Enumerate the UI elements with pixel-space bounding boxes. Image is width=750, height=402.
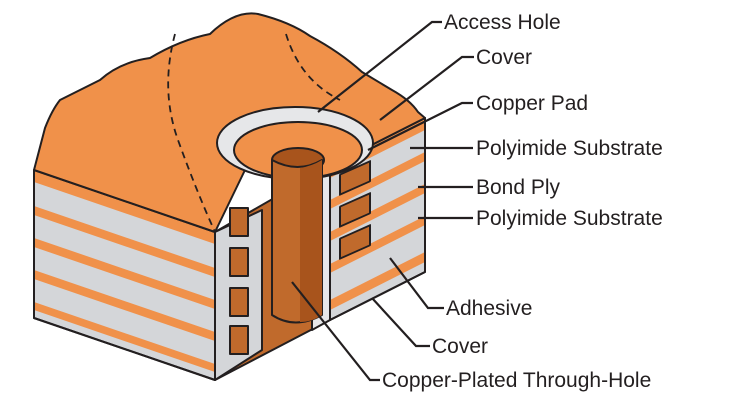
pad-finger-right-3 — [339, 192, 371, 228]
hidden-trace-2 — [285, 33, 341, 101]
pad-finger-right-4 — [339, 224, 371, 260]
label-cover-top: Cover — [476, 46, 532, 69]
leader-access-hole — [317, 20, 442, 113]
left-layer-orange-1 — [34, 170, 215, 244]
leader-through-hole — [291, 281, 380, 382]
callout-labels: Access Hole Cover Copper Pad Polyimide S… — [382, 11, 663, 392]
right-layer-orange-2 — [330, 152, 425, 209]
pad-finger-right-2 — [339, 160, 371, 196]
leader-lines — [291, 20, 474, 382]
pad-finger-left-3 — [229, 287, 249, 317]
label-copper-plated-through-hole: Copper-Plated Through-Hole — [382, 369, 651, 392]
pad-finger-left-1 — [229, 207, 249, 237]
left-layer-orange-4 — [34, 270, 215, 341]
right-layer-orange-4 — [330, 216, 425, 273]
label-adhesive: Adhesive — [446, 297, 532, 320]
left-layer-orange-2 — [34, 206, 215, 277]
left-layer-orange-3 — [34, 238, 215, 309]
pad-finger-left-4 — [229, 325, 249, 355]
left-layer-orange-5 — [34, 302, 215, 372]
label-access-hole: Access Hole — [444, 11, 561, 34]
label-bond-ply: Bond Ply — [476, 176, 561, 199]
label-copper-pad: Copper Pad — [476, 92, 588, 115]
leader-cover-bottom — [371, 297, 430, 348]
leader-copper-pad — [367, 101, 473, 151]
leader-cover-top — [379, 55, 474, 121]
through-hole-shadow — [300, 160, 322, 322]
label-polyimide-substrate-top: Polyimide Substrate — [476, 137, 663, 160]
label-polyimide-substrate-bottom: Polyimide Substrate — [476, 207, 663, 230]
access-hole-group — [216, 106, 374, 324]
leader-adhesive — [389, 257, 444, 310]
pad-finger-left-2 — [229, 247, 249, 277]
right-layer-orange-5 — [330, 252, 425, 310]
right-layer-orange-3 — [330, 184, 425, 241]
label-cover-bottom: Cover — [432, 335, 488, 358]
left-face — [33, 169, 216, 381]
